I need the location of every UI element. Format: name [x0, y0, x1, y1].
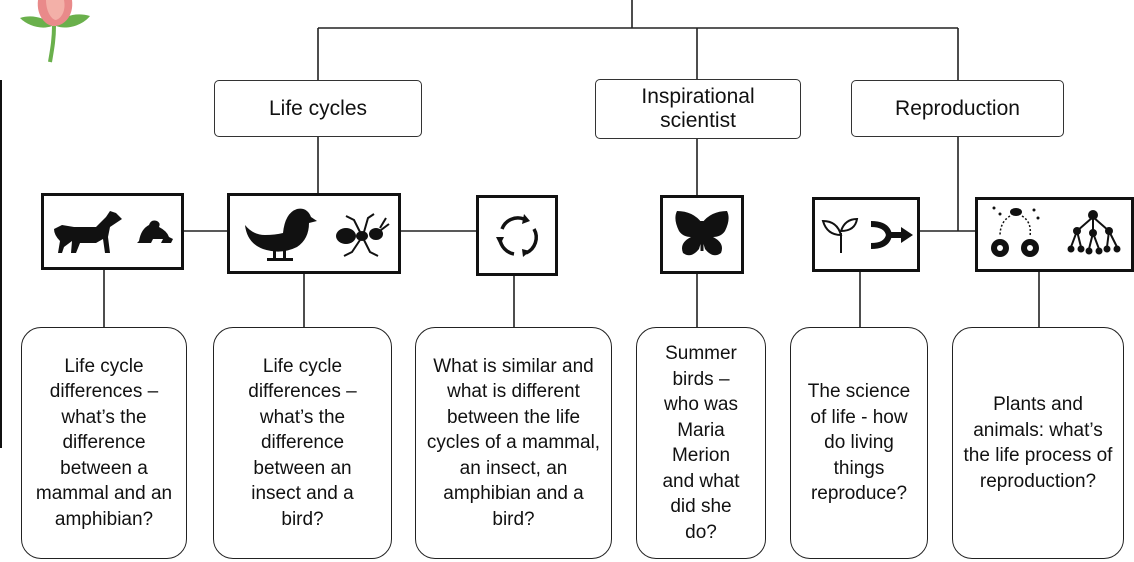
sprout-icon	[821, 217, 859, 253]
header-inspirational-label: Inspirational scientist	[641, 85, 755, 132]
merge-arrow-icon	[870, 220, 913, 249]
header-life-cycles: Life cycles	[214, 80, 422, 137]
bird-icon	[244, 208, 317, 261]
icon-box-dog-frog	[41, 193, 184, 270]
frog-icon	[137, 220, 174, 243]
dog-icon	[53, 210, 122, 253]
question-text-4: Summer birds – who was Maria Merion and …	[662, 343, 740, 543]
branching-icon	[1067, 209, 1121, 254]
flower-icon	[20, 0, 90, 63]
icon-box-pollination	[975, 197, 1134, 272]
ant-icon	[335, 212, 390, 257]
icon-box-bird-ant	[227, 193, 401, 274]
pollination-icon	[991, 206, 1040, 257]
question-box-1: Life cycle differences – what’s the diff…	[21, 327, 187, 559]
cycle-arrows-icon	[496, 213, 538, 257]
question-box-5: The science of life - how do living thin…	[790, 327, 928, 559]
question-box-6: Plants and animals: what’s the life proc…	[952, 327, 1124, 559]
question-text-2: Life cycle differences – what’s the diff…	[248, 355, 357, 530]
butterfly-icon	[675, 210, 729, 255]
header-reproduction-label: Reproduction	[895, 96, 1020, 120]
icon-box-sprout-merge	[812, 197, 920, 272]
header-life-cycles-label: Life cycles	[268, 96, 368, 120]
header-inspirational-scientist: Inspirational scientist	[595, 79, 801, 139]
question-text-1: Life cycle differences – what’s the diff…	[35, 355, 173, 530]
left-edge-bar	[0, 80, 2, 448]
question-box-4: Summer birds – who was Maria Merion and …	[636, 327, 766, 559]
question-text-5: The science of life - how do living thin…	[807, 381, 911, 505]
question-box-3: What is similar and what is different be…	[415, 327, 612, 559]
icon-box-cycle	[476, 195, 558, 276]
icon-box-butterfly	[660, 195, 744, 274]
question-text-6: Plants and animals: what’s the life proc…	[963, 394, 1113, 492]
question-text-3: What is similar and what is different be…	[426, 355, 601, 530]
header-reproduction: Reproduction	[851, 80, 1064, 137]
question-box-2: Life cycle differences – what’s the diff…	[213, 327, 392, 559]
